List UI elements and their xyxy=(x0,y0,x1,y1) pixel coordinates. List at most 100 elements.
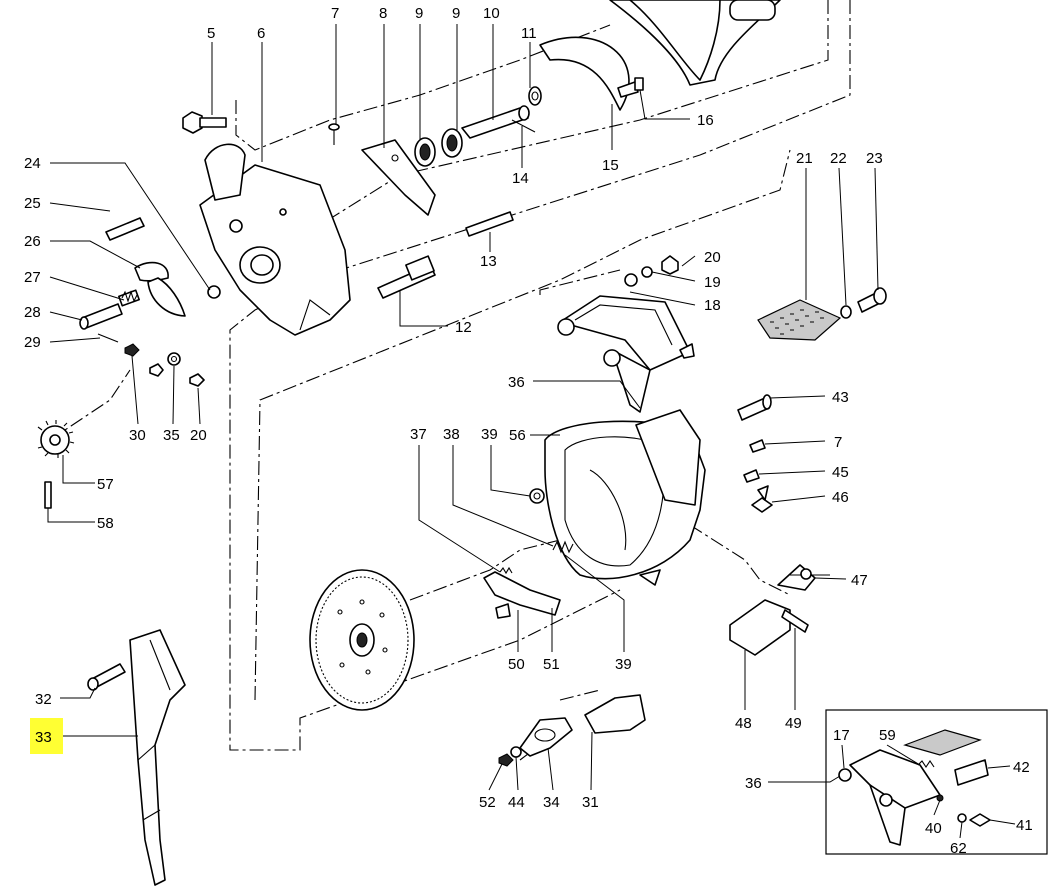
highlight-box-33 xyxy=(30,718,63,754)
seed-tube-part-33 xyxy=(129,629,186,886)
linkage-part-47 xyxy=(777,564,830,591)
lever-part-24 xyxy=(207,285,221,299)
rear-plate-assembly xyxy=(539,0,781,111)
screw-part-16 xyxy=(617,77,644,98)
pin-part-58 xyxy=(44,481,52,509)
assembly-lines xyxy=(49,0,851,761)
screw-part-7b xyxy=(749,439,766,453)
shaft-part-10 xyxy=(461,105,530,139)
bracket-part-8 xyxy=(361,139,436,216)
shaft-part-12 xyxy=(377,255,436,299)
label-46: 46 xyxy=(832,489,849,506)
pin-part-25 xyxy=(105,217,145,241)
label-42: 42 xyxy=(1013,759,1030,776)
label-22: 22 xyxy=(830,150,847,167)
label-9-left: 9 xyxy=(415,5,423,22)
label-40: 40 xyxy=(925,820,942,837)
clip-part-50 xyxy=(495,603,511,619)
washer-part-18 xyxy=(624,273,638,287)
leader-lines xyxy=(47,24,1016,839)
label-32: 32 xyxy=(35,691,52,708)
label-45: 45 xyxy=(832,464,849,481)
washer-part-11 xyxy=(528,86,542,106)
bearing-part-9b xyxy=(441,128,463,158)
label-47: 47 xyxy=(851,572,868,589)
label-28: 28 xyxy=(24,304,41,321)
label-18: 18 xyxy=(704,297,721,314)
label-6: 6 xyxy=(257,25,265,42)
label-50: 50 xyxy=(508,656,525,673)
label-36-main: 36 xyxy=(508,374,525,391)
label-38: 38 xyxy=(443,426,460,443)
grate-part-21 xyxy=(757,299,842,341)
housing-part-6 xyxy=(199,143,351,336)
label-29: 29 xyxy=(24,334,41,351)
label-36-inset: 36 xyxy=(745,775,762,792)
plate-part-31 xyxy=(584,694,646,734)
pin-part-32 xyxy=(87,663,126,691)
spring-part-27 xyxy=(118,289,140,307)
sprocket-part-57 xyxy=(37,420,75,458)
label-33-highlighted: 33 xyxy=(35,729,52,746)
pin-part-14 xyxy=(511,119,536,133)
label-20-left: 20 xyxy=(190,427,207,444)
label-43: 43 xyxy=(832,389,849,406)
label-5: 5 xyxy=(207,25,215,42)
label-13: 13 xyxy=(480,253,497,270)
label-10: 10 xyxy=(483,5,500,22)
label-49: 49 xyxy=(785,715,802,732)
nut-part-20b xyxy=(661,255,679,275)
label-26: 26 xyxy=(24,233,41,250)
label-12: 12 xyxy=(455,319,472,336)
meter-housing-part-56 xyxy=(544,409,706,586)
label-11: 11 xyxy=(521,25,537,42)
label-30: 30 xyxy=(129,427,146,444)
label-7-right: 7 xyxy=(834,434,842,451)
nut-part-20a xyxy=(189,373,205,387)
label-59: 59 xyxy=(879,727,896,744)
label-15: 15 xyxy=(602,157,619,174)
nut-part-52 xyxy=(498,753,514,767)
label-16: 16 xyxy=(697,112,714,129)
label-17: 17 xyxy=(833,727,850,744)
pin-part-43 xyxy=(737,394,772,421)
label-39-top: 39 xyxy=(481,426,498,443)
label-25: 25 xyxy=(24,195,41,212)
label-23: 23 xyxy=(866,150,883,167)
pin-part-49 xyxy=(781,609,809,633)
cam-part-26 xyxy=(134,261,186,317)
label-51: 51 xyxy=(543,656,560,673)
pin-part-13 xyxy=(465,211,514,237)
label-58: 58 xyxy=(97,515,114,532)
label-56: 56 xyxy=(509,427,526,444)
nut-part-30 xyxy=(124,343,164,377)
lever-part-51 xyxy=(483,566,561,616)
bearing-part-9a xyxy=(414,137,436,167)
label-48: 48 xyxy=(735,715,752,732)
label-34: 34 xyxy=(543,794,560,811)
hopper-detail-inset xyxy=(825,709,1048,855)
label-9-right: 9 xyxy=(452,5,460,22)
wing-nut-part-46 xyxy=(751,485,773,513)
bolt-part-5 xyxy=(182,111,227,134)
label-19: 19 xyxy=(704,274,721,291)
label-7-top: 7 xyxy=(331,5,339,22)
label-14: 14 xyxy=(512,170,529,187)
label-31: 31 xyxy=(582,794,599,811)
seed-disk xyxy=(309,569,415,711)
label-62: 62 xyxy=(950,840,967,857)
washer-part-35 xyxy=(167,352,181,366)
washer-part-22 xyxy=(840,305,852,319)
spring-part-38 xyxy=(552,540,574,554)
screw-part-23 xyxy=(857,287,887,313)
label-57: 57 xyxy=(97,476,114,493)
label-41: 41 xyxy=(1016,817,1033,834)
pin-part-29 xyxy=(97,333,119,343)
label-44: 44 xyxy=(508,794,525,811)
plate-part-34 xyxy=(519,717,573,757)
hopper-part-36 xyxy=(557,295,695,413)
screw-part-7 xyxy=(328,123,340,145)
part-labels: 5 6 7 8 9 9 10 11 16 15 14 13 12 24 25 2… xyxy=(24,5,1033,857)
label-8: 8 xyxy=(379,5,387,22)
